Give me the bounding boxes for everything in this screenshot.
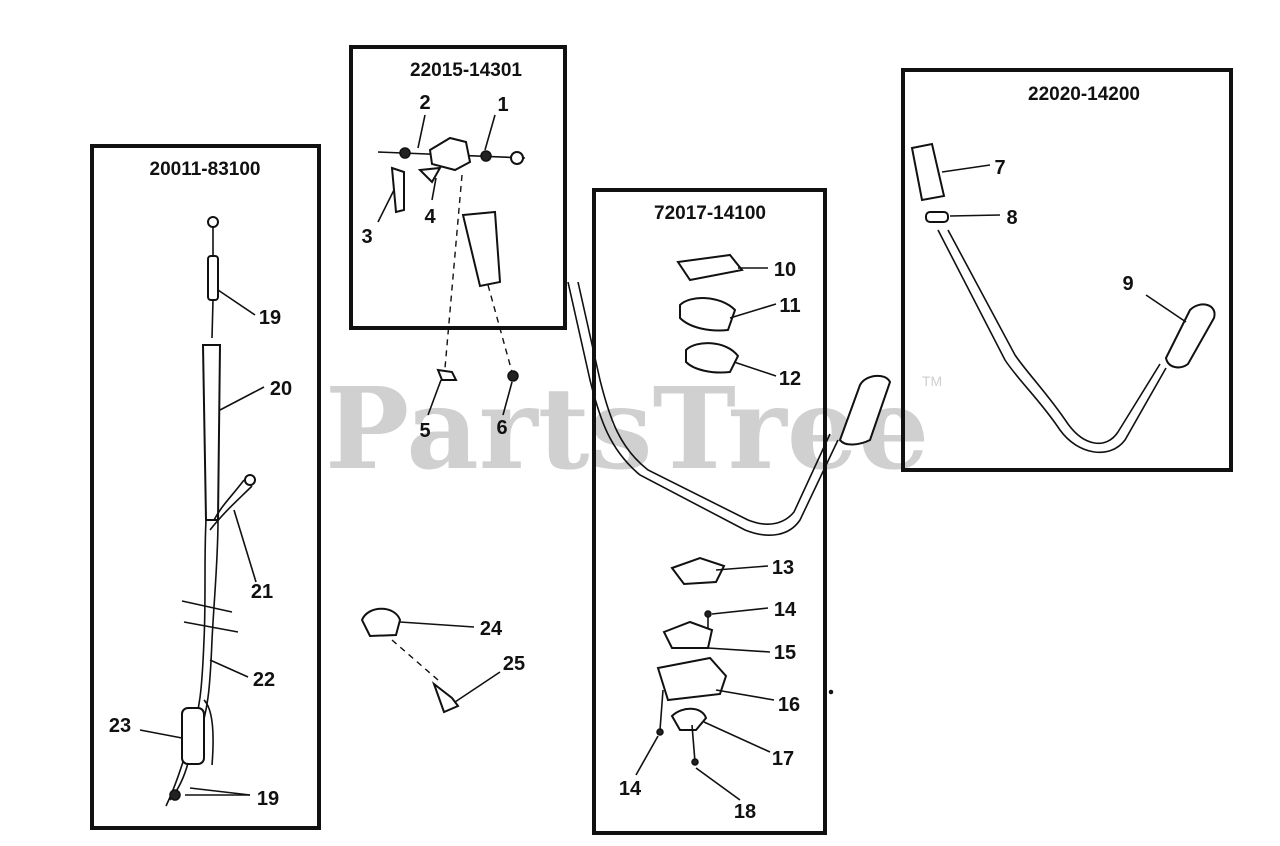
callout-14-lower: 14 (619, 778, 642, 800)
watermark-text: PartsTree (325, 364, 929, 495)
callout-16: 16 (778, 694, 800, 716)
callout-7: 7 (994, 157, 1005, 179)
callout-20: 20 (270, 378, 292, 400)
throttle-cable-drawing (165, 216, 256, 807)
assembly-box-72017 (592, 188, 827, 835)
callout-19-lower: 19 (257, 788, 279, 810)
callout-22: 22 (253, 669, 275, 691)
callout-15: 15 (774, 642, 796, 664)
watermark-trademark: TM (922, 373, 942, 389)
stray-dot (828, 689, 834, 695)
assembly-title-20011: 20011-83100 (150, 159, 261, 180)
callout-23: 23 (109, 715, 131, 737)
callout-25: 25 (503, 653, 525, 675)
callout-17: 17 (772, 748, 794, 770)
assembly-box-20011 (90, 144, 321, 830)
clamp-bolt-drawing (360, 607, 460, 714)
callout-4: 4 (424, 206, 436, 228)
callout-11: 11 (779, 295, 800, 317)
leader-lines (139, 114, 1187, 801)
callout-14-upper: 14 (774, 599, 797, 621)
assembly-box-22015 (349, 45, 567, 330)
loop-handle-drawing (910, 142, 1216, 454)
callout-18: 18 (734, 801, 756, 823)
assembly-title-72017: 72017-14100 (654, 203, 766, 224)
assembly-box-22020 (901, 68, 1233, 472)
callout-3: 3 (361, 226, 372, 248)
callout-12: 12 (779, 368, 801, 390)
callout-19-upper: 19 (259, 307, 281, 329)
throttle-lever-drawing (377, 136, 526, 382)
handle-bar-drawing (567, 253, 892, 766)
callout-21: 21 (251, 581, 273, 603)
callout-9: 9 (1122, 273, 1133, 295)
callout-2: 2 (419, 92, 430, 114)
callout-13: 13 (772, 557, 794, 579)
assembly-title-22015: 22015-14301 (410, 60, 522, 81)
callout-10: 10 (774, 259, 796, 281)
assembly-title-22020: 22020-14200 (1028, 84, 1140, 105)
callout-24: 24 (480, 618, 503, 640)
callout-6: 6 (496, 417, 507, 439)
callout-5: 5 (419, 420, 430, 442)
callout-1: 1 (497, 94, 508, 116)
callout-8: 8 (1006, 207, 1017, 229)
